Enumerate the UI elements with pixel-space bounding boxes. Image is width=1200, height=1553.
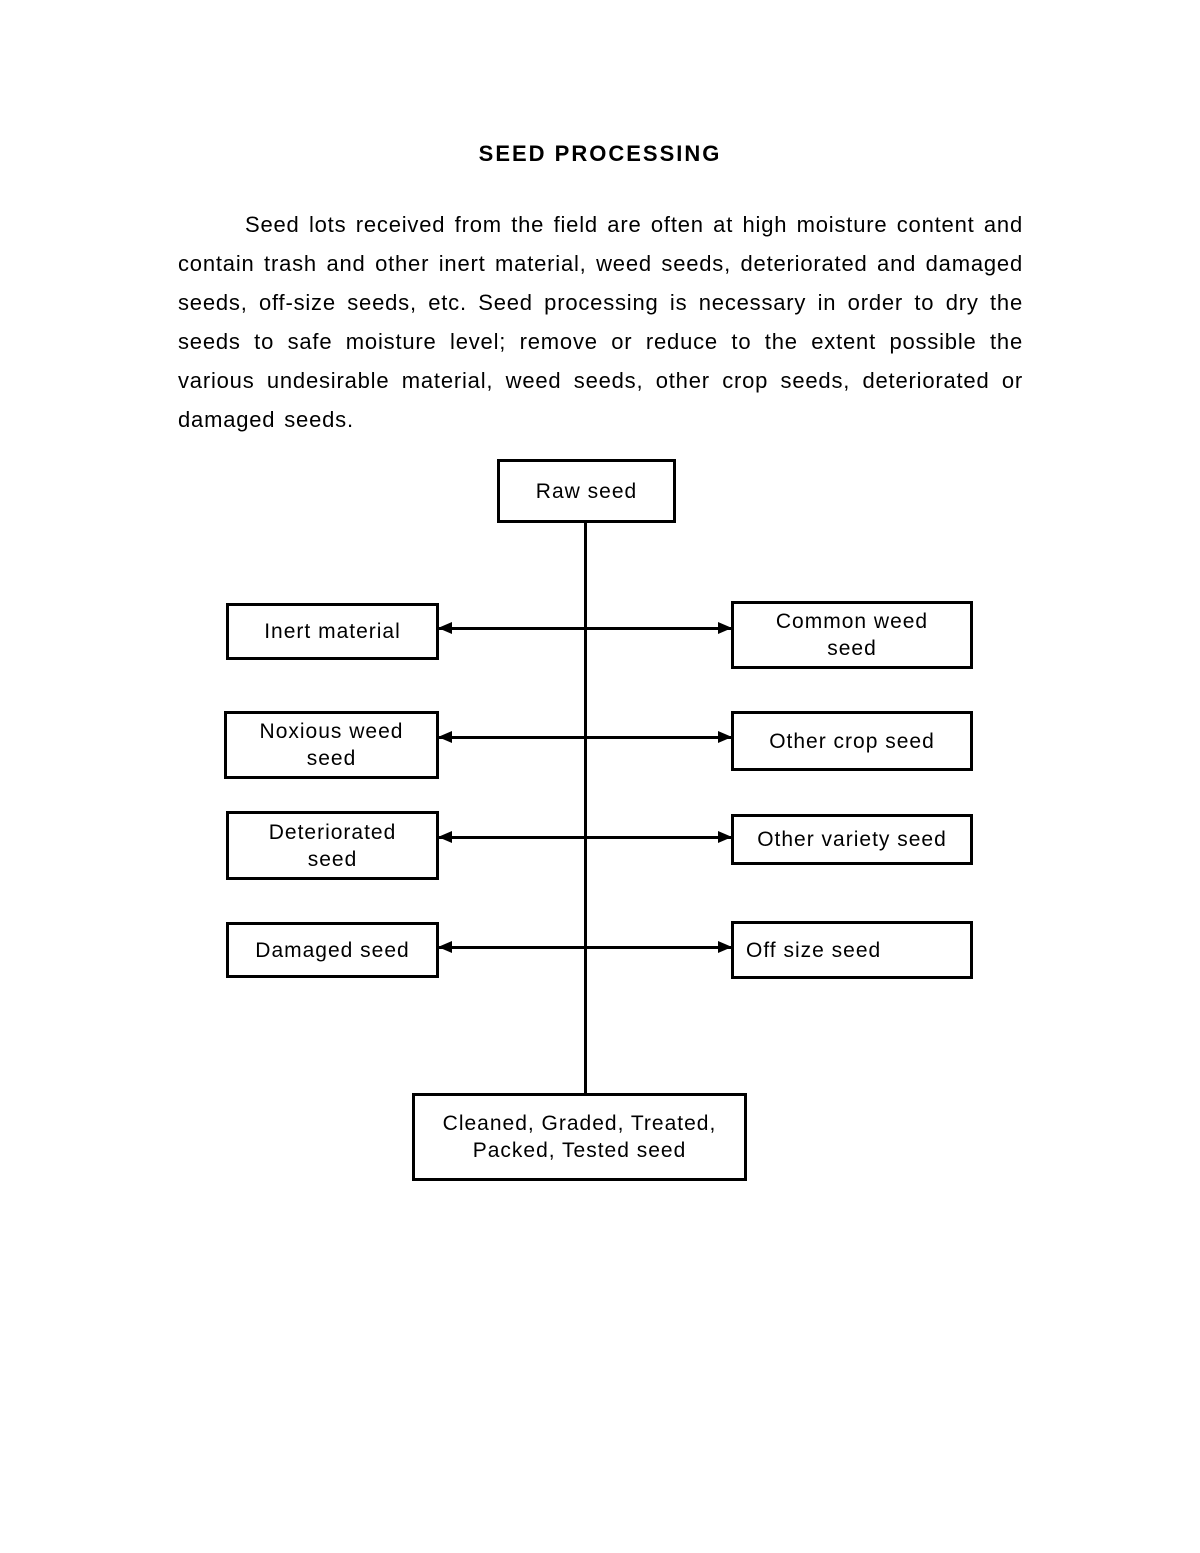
flow-node-off-size-seed: Off size seed (731, 921, 973, 979)
flow-node-inert-material: Inert material (226, 603, 439, 660)
flow-node-label: Noxious weed seed (259, 720, 404, 770)
flow-node-common-weed-seed: Common weed seed (731, 601, 973, 669)
flow-node-noxious-weed-seed: Noxious weed seed (224, 711, 439, 779)
flow-node-damaged-seed: Damaged seed (226, 922, 439, 978)
flow-node-label: Cleaned, Graded, Treated, Packed, Tested… (442, 1112, 717, 1162)
flow-arrow-row-4 (438, 941, 732, 953)
flow-node-deteriorated-seed: Deteriorated seed (226, 811, 439, 880)
page-title: SEED PROCESSING (478, 141, 722, 166)
flow-node-label: Deteriorated seed (268, 820, 397, 871)
flow-node-raw-seed: Raw seed (497, 459, 676, 523)
flow-node-other-crop-seed: Other crop seed (731, 711, 973, 771)
intro-paragraph: Seed lots received from the field are of… (178, 212, 1023, 432)
flow-node-label: Other variety seed (757, 828, 947, 851)
flow-arrow-row-2 (438, 731, 732, 743)
flow-node-other-variety-seed: Other variety seed (731, 814, 973, 865)
flow-node-label: Damaged seed (255, 938, 410, 962)
flow-arrow-row-1 (438, 622, 732, 634)
flow-node-label: Other crop seed (769, 729, 935, 753)
flow-arrow-row-3 (438, 831, 732, 843)
flow-node-label: Inert material (264, 620, 401, 643)
flow-node-label: Raw seed (535, 479, 638, 503)
flow-node-label: Common weed seed (775, 610, 929, 660)
flow-connector-vertical (584, 522, 587, 1093)
flow-node-label: Off size seed (746, 938, 882, 962)
flow-node-cleaned-graded-treated: Cleaned, Graded, Treated, Packed, Tested… (412, 1093, 747, 1181)
